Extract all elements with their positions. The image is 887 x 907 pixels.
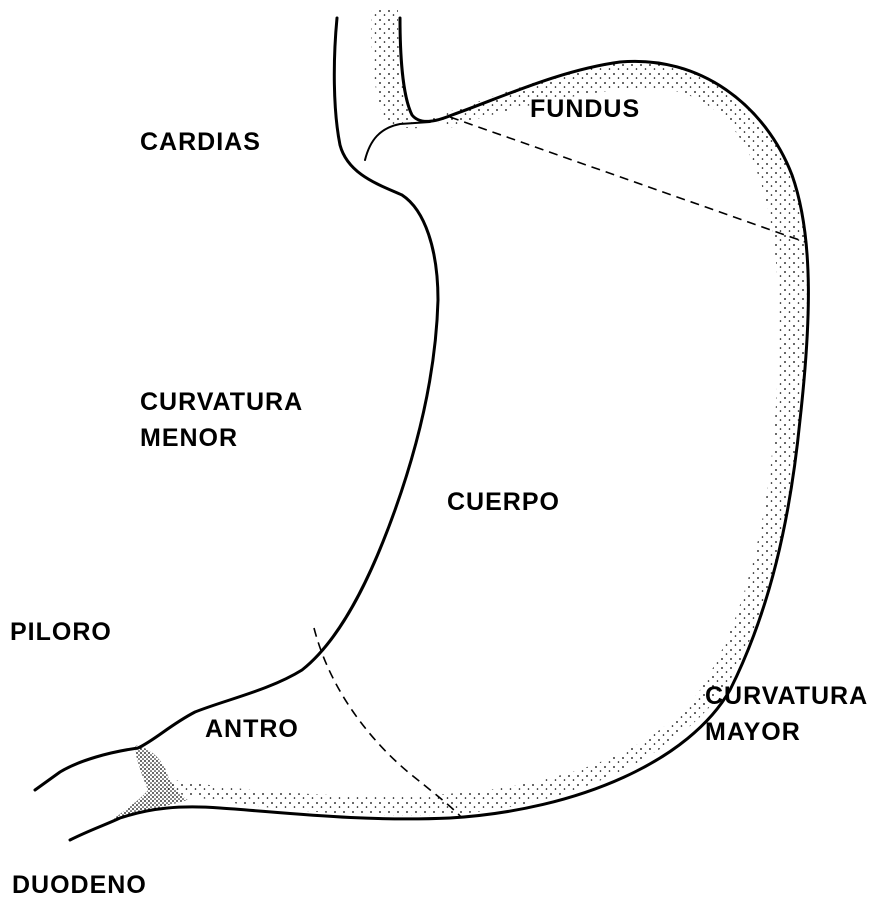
- esophagus-wall-shading: [371, 10, 420, 128]
- label-piloro: PILORO: [10, 618, 112, 646]
- label-fundus: FUNDUS: [530, 95, 640, 123]
- body-antrum-boundary: [314, 628, 462, 818]
- label-antro: ANTRO: [205, 715, 299, 743]
- cardia-line: [365, 122, 430, 160]
- label-cuerpo: CUERPO: [447, 488, 560, 516]
- label-curvatura-mayor-2: MAYOR: [705, 718, 801, 746]
- label-curvatura-menor-1: CURVATURA: [140, 388, 303, 416]
- label-curvatura-mayor-1: CURVATURA: [705, 682, 868, 710]
- label-curvatura-menor-2: MENOR: [140, 424, 238, 452]
- label-duodeno: DUODENO: [12, 871, 147, 899]
- label-cardias: CARDIAS: [140, 128, 261, 156]
